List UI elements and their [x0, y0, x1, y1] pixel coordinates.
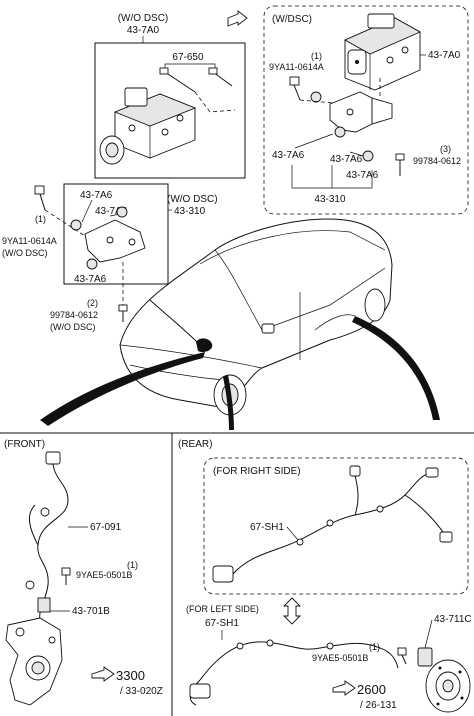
reference-arrow-icon	[332, 680, 356, 696]
w-dsc-hu-part-label: 43-7A0	[428, 50, 461, 61]
screw-icon	[118, 304, 128, 322]
w-dsc-bolt-qty: (1)	[311, 51, 322, 61]
leader-line	[164, 63, 216, 70]
hydraulic-unit-location-marker	[196, 338, 213, 353]
assembly-line	[194, 91, 236, 113]
symmetry-arrow-icon	[282, 597, 302, 625]
wo-dsc-bushing-a: 43-7A6	[80, 190, 113, 201]
rear-bolt-qty: (1)	[369, 642, 380, 652]
wo-dsc-bushing-c: 43-7A6	[74, 274, 107, 285]
wheel-speed-sensor-icon	[417, 647, 433, 667]
wheel-hub-icon	[425, 659, 471, 713]
leader-line	[286, 526, 299, 541]
grommet-icon	[334, 126, 346, 138]
rear-ref-main: 2600	[357, 682, 386, 697]
rear-left-harness-label: 67-SH1	[205, 618, 239, 629]
wo-dsc-hu-frame	[94, 42, 246, 179]
rear-left-title: (FOR LEFT SIDE)	[186, 604, 259, 614]
bracket-icon	[329, 91, 393, 133]
wo-dsc-screw-qty: (2)	[87, 298, 98, 308]
right-rear-harness-icon	[212, 465, 453, 583]
wo-dsc-bolt-part: 9YA11-0614A	[2, 236, 57, 246]
wo-dsc-hydraulic-unit-group: (W/O DSC) 43-7A0 67-650	[94, 13, 246, 179]
front-sensor-harness	[37, 463, 69, 621]
hydraulic-unit-icon	[99, 87, 197, 165]
w-dsc-screw-part: 99784-0612	[413, 156, 461, 166]
vehicle-icon	[119, 218, 393, 416]
grommet-icon	[86, 258, 98, 270]
wo-dsc-bolt-qty: (1)	[35, 214, 46, 224]
front-bracket-label: 43-701B	[72, 606, 110, 617]
bracket-icon	[84, 219, 146, 263]
wo-dsc-sub-part-label: 67-650	[172, 52, 204, 63]
leader-line	[81, 199, 93, 223]
wo-dsc-screw-note: (W/O DSC)	[50, 322, 96, 332]
rear-right-harness-label: 67-SH1	[250, 522, 284, 533]
w-dsc-bushing-b: 43-7A6	[330, 154, 363, 165]
stud-bolt-icon	[159, 67, 233, 93]
left-rear-harness-icon	[189, 639, 399, 706]
connector-icon	[45, 451, 61, 465]
leader-arrow	[223, 375, 234, 430]
leader-line	[349, 151, 364, 157]
assembly-line	[44, 209, 86, 237]
w-dsc-title: (W/DSC)	[272, 14, 312, 25]
rear-right-title: (FOR RIGHT SIDE)	[213, 466, 301, 477]
grommet-icon	[70, 219, 82, 231]
rear-ref-sub: / 26-131	[360, 700, 397, 711]
leader-arrow	[40, 352, 205, 426]
front-title: (FRONT)	[4, 439, 45, 450]
front-bolt-part: 9YAE5-0501B	[76, 570, 132, 580]
wo-dsc-hu-part-label: 43-7A0	[127, 25, 160, 36]
w-dsc-group: (W/DSC) 43-7A0 (1) 9YA11-0614A	[263, 5, 469, 215]
rear-bolt-part: 9YAE5-0501B	[312, 653, 368, 663]
grommet-icon	[116, 206, 128, 218]
clip-icon	[40, 507, 50, 517]
rear-section: (REAR) (FOR RIGHT SIDE) 67-SH1 (FOR LEFT…	[178, 439, 472, 713]
w-dsc-bracket-label: 43-310	[314, 194, 346, 205]
wo-dsc-bolt-note: (W/O DSC)	[2, 248, 48, 258]
wo-dsc-title: (W/O DSC)	[118, 13, 169, 24]
w-dsc-bushing-c: 43-7A6	[346, 170, 379, 181]
dsc-hydraulic-unit-icon	[343, 13, 422, 91]
front-bolt-qty: (1)	[127, 560, 138, 570]
front-harness-label: 67-091	[90, 522, 122, 533]
bolt-icon	[289, 76, 301, 101]
front-ref-sub: / 33-020Z	[120, 686, 163, 697]
right-side-frame	[203, 457, 469, 595]
wo-dsc-bracket-title: (W/O DSC)	[167, 194, 218, 205]
front-ref-main: 3300	[116, 668, 145, 683]
rear-title: (REAR)	[178, 439, 212, 450]
wo-dsc-bracket-part: 43-310	[174, 206, 206, 217]
leader-arrow	[149, 299, 199, 344]
leader-arrow	[352, 316, 440, 420]
leader-line	[424, 619, 433, 649]
screw-icon	[395, 153, 405, 176]
front-sensor-harness	[28, 504, 39, 546]
clip-icon	[25, 580, 35, 590]
sensor-bracket-icon	[37, 597, 51, 613]
w-dsc-screw-qty: (3)	[440, 144, 451, 154]
front-section: (FRONT) 67-091 (1) 9YAE5-0501B 43-701B	[4, 439, 163, 706]
w-dsc-bolt-part: 9YA11-0614A	[269, 62, 324, 72]
wo-dsc-screw-part: 99784-0612	[50, 310, 98, 320]
bolt-icon	[397, 647, 407, 665]
bolt-icon	[34, 185, 46, 211]
w-dsc-frame	[263, 5, 469, 215]
wo-dsc-bracket-frame	[63, 183, 169, 285]
grommet-icon	[310, 91, 322, 103]
steering-knuckle-icon	[5, 617, 63, 706]
rear-sensor-label: 43-711C	[434, 614, 472, 625]
direction-arrow-icon	[227, 10, 248, 27]
rear-harness-route	[314, 314, 356, 331]
wo-dsc-bracket-group: 43-7A6 43-7A6 43-7A6 (W/O DSC) 43-310 (1…	[2, 183, 218, 332]
grommet-icon	[362, 150, 374, 162]
leader-line	[294, 133, 334, 149]
reference-arrow-icon	[91, 666, 115, 682]
bolt-icon	[61, 567, 71, 585]
w-dsc-bushing-a: 43-7A6	[272, 150, 305, 161]
wo-dsc-bushing-b: 43-7A6	[95, 206, 128, 217]
